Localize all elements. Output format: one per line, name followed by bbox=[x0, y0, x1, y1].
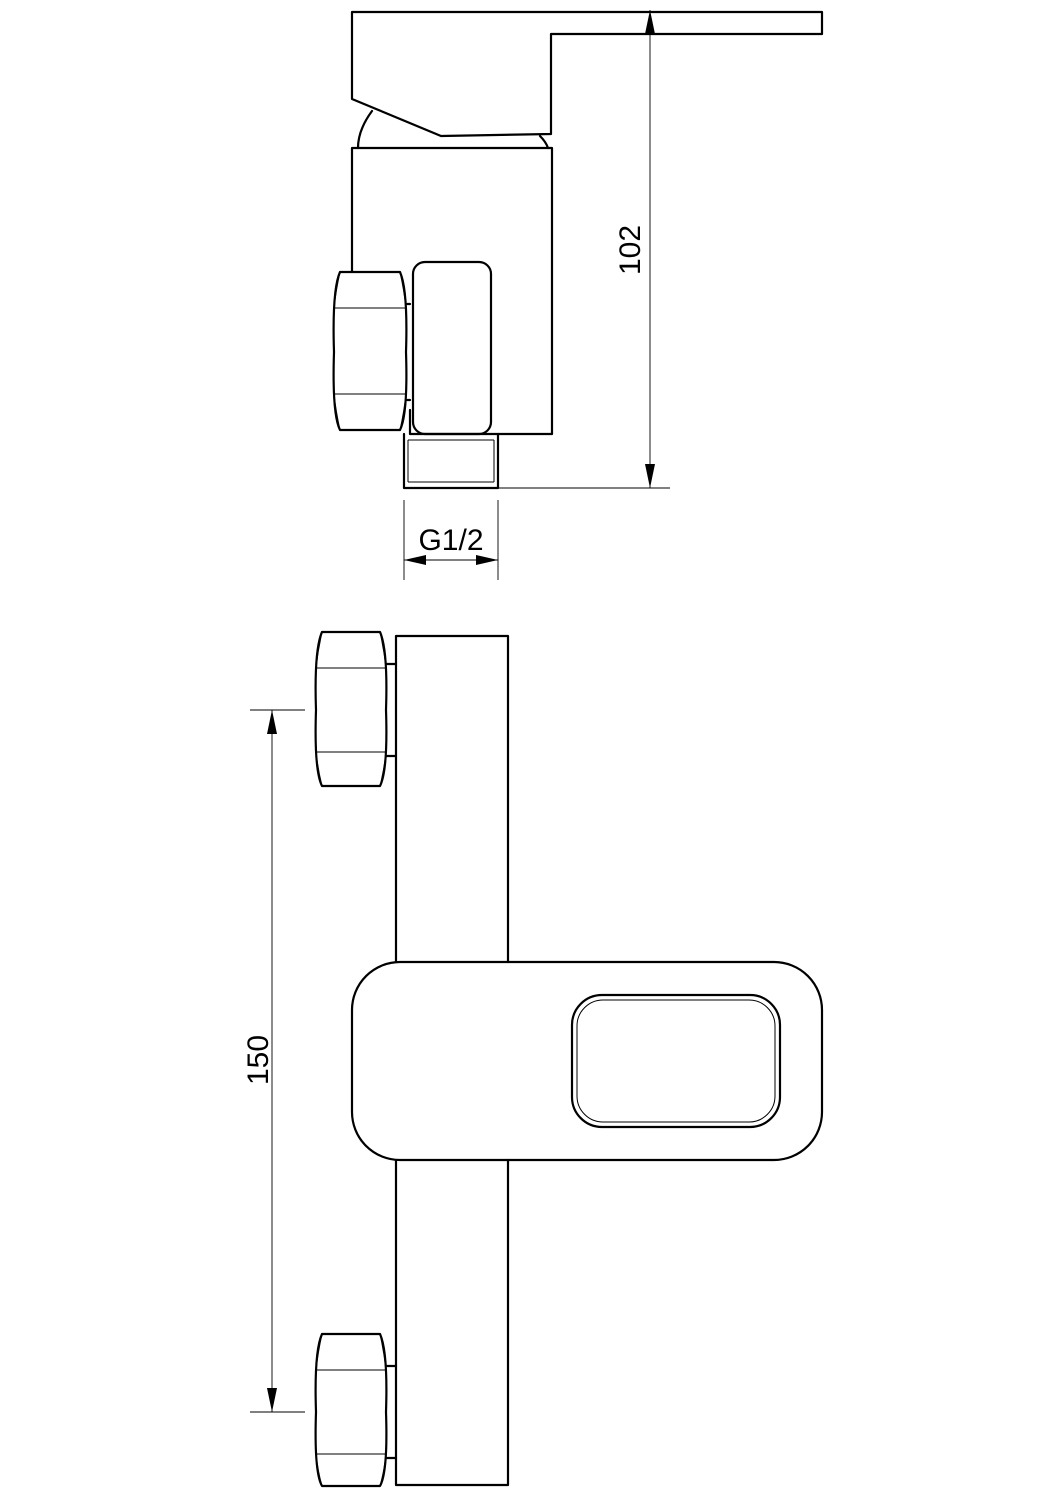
side-body bbox=[350, 146, 554, 436]
thread-dimension-label: G1/2 bbox=[418, 524, 483, 557]
front-body-upper bbox=[394, 634, 510, 964]
front-body-lower bbox=[394, 1158, 510, 1487]
front-handle-plate bbox=[350, 960, 824, 1162]
side-threaded-outlet bbox=[402, 432, 500, 490]
side-connector-block bbox=[411, 260, 493, 436]
front-handle-window-inner bbox=[576, 999, 776, 1123]
spacing-dimension-label: 150 bbox=[242, 1035, 275, 1085]
front-bottom-hex-nut bbox=[314, 1332, 398, 1488]
side-lever-handle bbox=[350, 10, 824, 138]
side-view: 102 G1/2 bbox=[332, 10, 824, 580]
height-dimension-label: 102 bbox=[614, 225, 647, 275]
front-view: 150 bbox=[242, 630, 824, 1488]
front-top-hex-nut bbox=[314, 630, 398, 788]
side-hex-nut bbox=[332, 270, 412, 432]
front-handle-window bbox=[570, 993, 782, 1129]
side-cartridge-dome bbox=[356, 109, 550, 150]
